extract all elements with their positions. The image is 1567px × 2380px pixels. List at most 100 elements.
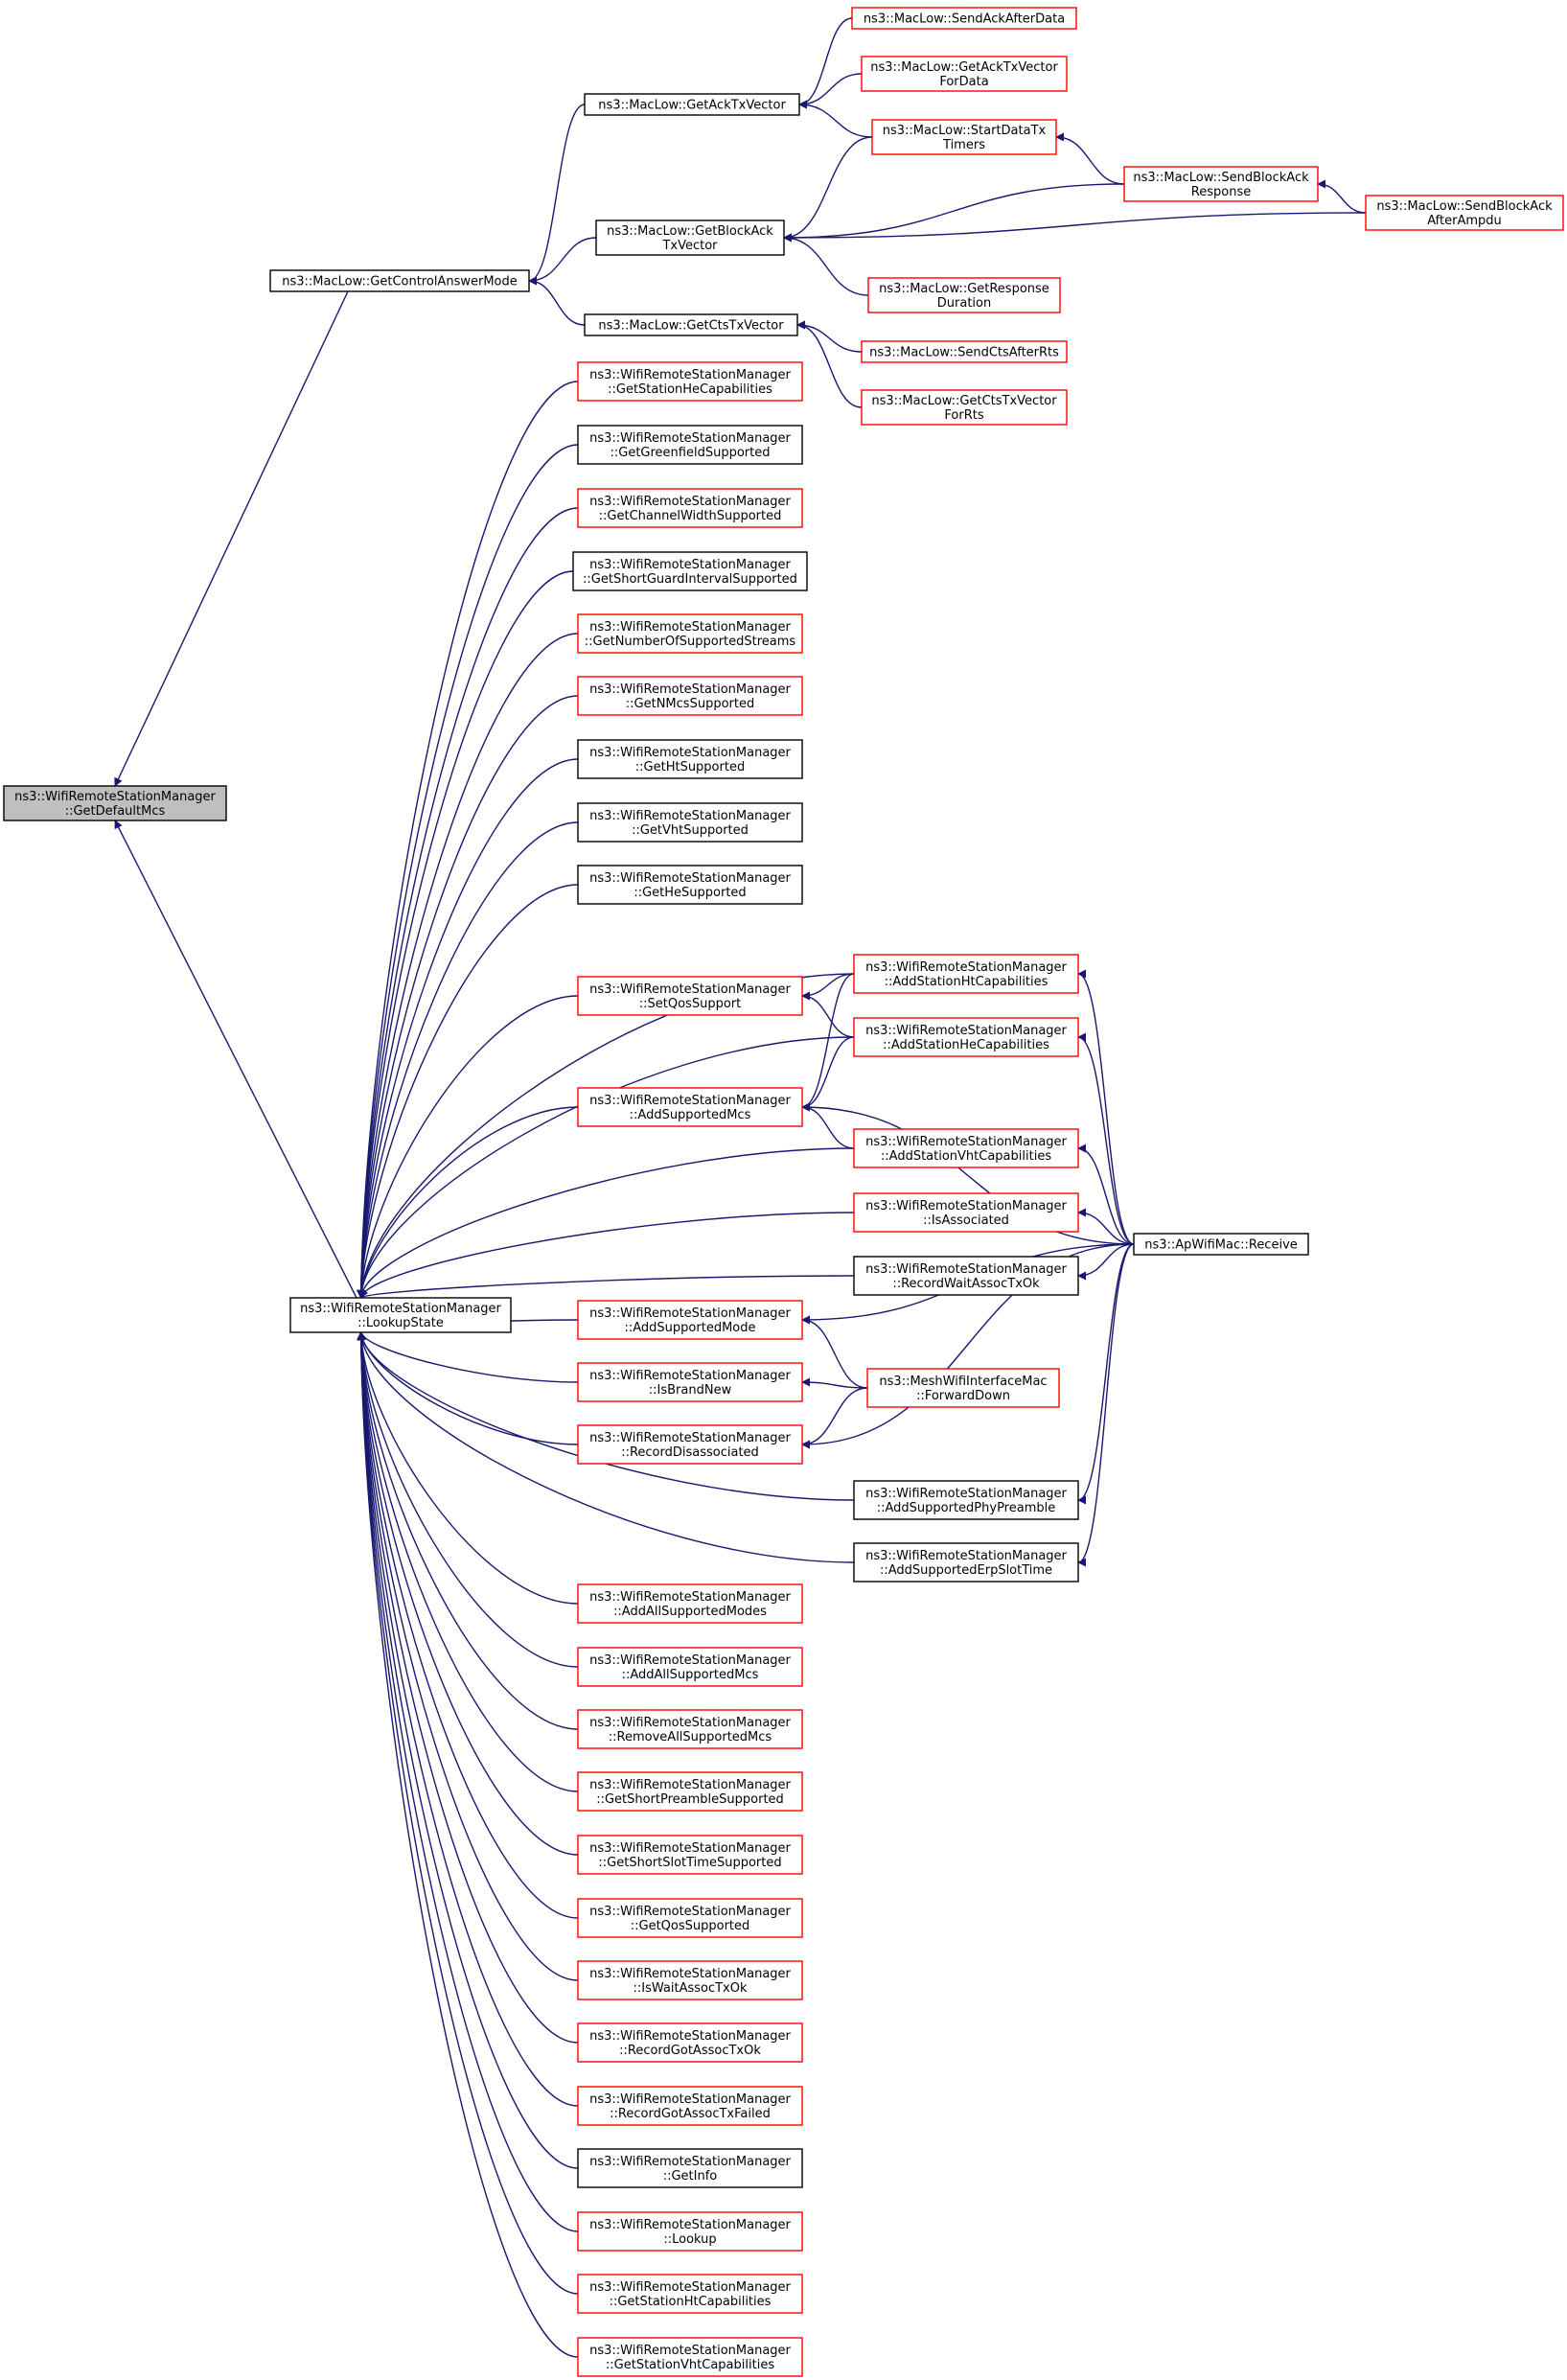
node-box[interactable] — [853, 1542, 1079, 1583]
node-box[interactable] — [577, 2274, 803, 2314]
node-box[interactable] — [853, 1256, 1079, 1296]
node-box[interactable] — [577, 2086, 803, 2126]
node-box[interactable] — [861, 340, 1068, 363]
node-box[interactable] — [861, 56, 1068, 92]
node-box[interactable] — [853, 1480, 1079, 1520]
node-ashtc[interactable]: ns3::WifiRemoteStationManager::AddStatio… — [853, 954, 1079, 994]
node-gsps[interactable]: ns3::WifiRemoteStationManager::GetShortP… — [577, 1771, 803, 1812]
node-box[interactable] — [595, 220, 785, 256]
node-isassoc[interactable]: ns3::WifiRemoteStationManager::IsAssocia… — [853, 1192, 1079, 1233]
node-box[interactable] — [584, 93, 800, 116]
node-box[interactable] — [577, 613, 803, 654]
node-ghts[interactable]: ns3::WifiRemoteStationManager::GetHtSupp… — [577, 739, 803, 779]
node-box[interactable] — [851, 7, 1077, 30]
node-box[interactable] — [577, 1424, 803, 1465]
node-gsvhtc[interactable]: ns3::WifiRemoteStationManager::GetStatio… — [577, 2337, 803, 2377]
node-rdis[interactable]: ns3::WifiRemoteStationManager::RecordDis… — [577, 1424, 803, 1465]
node-scar[interactable]: ns3::MacLow::SendCtsAfterRts — [861, 340, 1068, 363]
node-box[interactable] — [289, 1297, 512, 1333]
node-lookupstate[interactable]: ns3::WifiRemoteStationManager::LookupSta… — [289, 1297, 512, 1333]
node-aasmcs[interactable]: ns3::WifiRemoteStationManager::AddAllSup… — [577, 1647, 803, 1687]
node-gcws[interactable]: ns3::WifiRemoteStationManager::GetChanne… — [577, 488, 803, 528]
node-box[interactable] — [577, 802, 803, 843]
node-ashec[interactable]: ns3::WifiRemoteStationManager::AddStatio… — [853, 1017, 1079, 1057]
node-box[interactable] — [577, 676, 803, 716]
node-asmcs[interactable]: ns3::WifiRemoteStationManager::AddSuppor… — [577, 1087, 803, 1127]
node-box[interactable] — [577, 2337, 803, 2377]
node-gqs[interactable]: ns3::WifiRemoteStationManager::GetQosSup… — [577, 1898, 803, 1938]
node-box[interactable] — [871, 119, 1057, 155]
node-box[interactable] — [577, 1835, 803, 1875]
node-box[interactable] — [577, 865, 803, 905]
node-ginfo[interactable]: ns3::WifiRemoteStationManager::GetInfo — [577, 2148, 803, 2188]
node-rgato[interactable]: ns3::WifiRemoteStationManager::RecordGot… — [577, 2022, 803, 2063]
node-asvhtc[interactable]: ns3::WifiRemoteStationManager::AddStatio… — [853, 1128, 1079, 1168]
node-box[interactable] — [861, 389, 1068, 426]
node-box[interactable] — [853, 1192, 1079, 1233]
node-box[interactable] — [577, 425, 803, 465]
node-box[interactable] — [577, 2211, 803, 2252]
node-box[interactable] — [866, 1368, 1060, 1408]
node-iwato[interactable]: ns3::WifiRemoteStationManager::IsWaitAss… — [577, 1960, 803, 2000]
node-box[interactable] — [269, 269, 530, 292]
node-box[interactable] — [577, 1362, 803, 1402]
node-box[interactable] — [577, 739, 803, 779]
node-ggs[interactable]: ns3::WifiRemoteStationManager::GetGreenf… — [577, 425, 803, 465]
node-box[interactable] — [577, 1087, 803, 1127]
node-ghes[interactable]: ns3::WifiRemoteStationManager::GetHeSupp… — [577, 865, 803, 905]
node-box[interactable] — [577, 976, 803, 1016]
node-box[interactable] — [853, 954, 1079, 994]
node-box[interactable] — [577, 1583, 803, 1624]
node-asest[interactable]: ns3::WifiRemoteStationManager::AddSuppor… — [853, 1542, 1079, 1583]
node-box[interactable] — [3, 785, 227, 821]
node-box[interactable] — [867, 277, 1061, 313]
node-box[interactable] — [1365, 195, 1564, 231]
node-box[interactable] — [853, 1128, 1079, 1168]
node-gssts[interactable]: ns3::WifiRemoteStationManager::GetShortS… — [577, 1835, 803, 1875]
node-box[interactable] — [577, 2148, 803, 2188]
node-gvhts[interactable]: ns3::WifiRemoteStationManager::GetVhtSup… — [577, 802, 803, 843]
node-saad[interactable]: ns3::MacLow::SendAckAfterData — [851, 7, 1077, 30]
node-rgatf[interactable]: ns3::WifiRemoteStationManager::RecordGot… — [577, 2086, 803, 2126]
node-box[interactable] — [853, 1017, 1079, 1057]
node-mwifd[interactable]: ns3::MeshWifiInterfaceMac::ForwardDown — [866, 1368, 1060, 1408]
node-gshec[interactable]: ns3::WifiRemoteStationManager::GetStatio… — [577, 361, 803, 402]
node-root[interactable]: ns3::WifiRemoteStationManager::GetDefaul… — [3, 785, 227, 821]
node-box[interactable] — [577, 2022, 803, 2063]
node-gatv[interactable]: ns3::MacLow::GetAckTxVector — [584, 93, 800, 116]
node-gsgis[interactable]: ns3::WifiRemoteStationManager::GetShortG… — [572, 551, 808, 591]
node-lookup[interactable]: ns3::WifiRemoteStationManager::Lookup — [577, 2211, 803, 2252]
node-rwato[interactable]: ns3::WifiRemoteStationManager::RecordWai… — [853, 1256, 1079, 1296]
node-gcam[interactable]: ns3::MacLow::GetControlAnswerMode — [269, 269, 530, 292]
node-box[interactable] — [584, 313, 798, 336]
node-gshtc[interactable]: ns3::WifiRemoteStationManager::GetStatio… — [577, 2274, 803, 2314]
node-box[interactable] — [577, 1771, 803, 1812]
node-box[interactable] — [577, 1300, 803, 1340]
node-apwm[interactable]: ns3::ApWifiMac::Receive — [1133, 1233, 1309, 1256]
node-gnmcs[interactable]: ns3::WifiRemoteStationManager::GetNMcsSu… — [577, 676, 803, 716]
node-rasmcs[interactable]: ns3::WifiRemoteStationManager::RemoveAll… — [577, 1709, 803, 1749]
node-box[interactable] — [1133, 1233, 1309, 1256]
node-isbn[interactable]: ns3::WifiRemoteStationManager::IsBrandNe… — [577, 1362, 803, 1402]
node-sqos[interactable]: ns3::WifiRemoteStationManager::SetQosSup… — [577, 976, 803, 1016]
node-asmode[interactable]: ns3::WifiRemoteStationManager::AddSuppor… — [577, 1300, 803, 1340]
node-gctv[interactable]: ns3::MacLow::GetCtsTxVector — [584, 313, 798, 336]
node-box[interactable] — [1123, 166, 1319, 202]
node-box[interactable] — [577, 361, 803, 402]
node-box[interactable] — [577, 1709, 803, 1749]
node-box[interactable] — [577, 488, 803, 528]
node-box[interactable] — [577, 1647, 803, 1687]
node-aspp[interactable]: ns3::WifiRemoteStationManager::AddSuppor… — [853, 1480, 1079, 1520]
node-gnoss[interactable]: ns3::WifiRemoteStationManager::GetNumber… — [577, 613, 803, 654]
node-box[interactable] — [577, 1898, 803, 1938]
node-box[interactable] — [572, 551, 808, 591]
node-box[interactable] — [577, 1960, 803, 2000]
node-aasmodes[interactable]: ns3::WifiRemoteStationManager::AddAllSup… — [577, 1583, 803, 1624]
